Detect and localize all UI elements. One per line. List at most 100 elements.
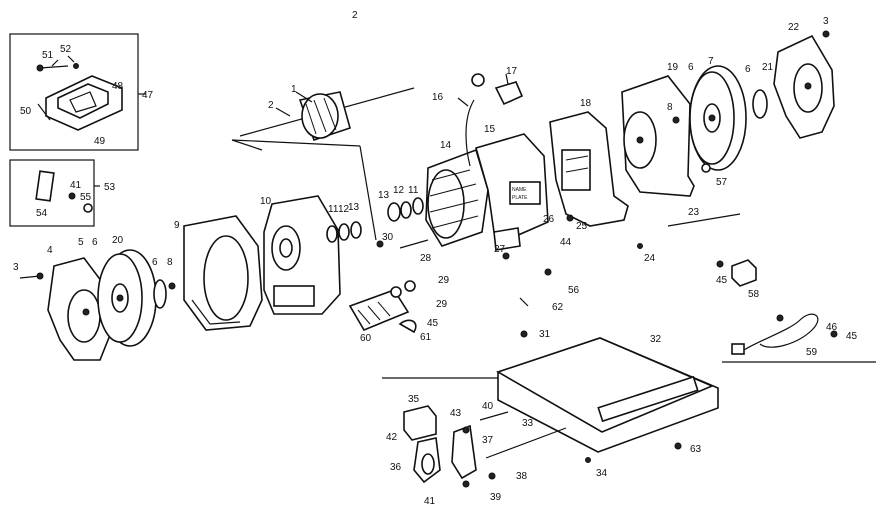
callout-56: 56 (568, 285, 580, 296)
callout-13-a: 13 (348, 202, 360, 213)
callout-34: 34 (596, 468, 608, 479)
clip-plate-part (35, 170, 55, 202)
callout-33: 33 (522, 418, 534, 429)
callout-43: 43 (450, 408, 462, 419)
callout-37: 37 (482, 435, 494, 446)
stamp-mark: 2 (352, 10, 358, 21)
name-plate-line-1: NAME (512, 187, 527, 193)
callout-18: 18 (580, 98, 592, 109)
plug (731, 343, 745, 355)
right-grinding-wheel (689, 65, 747, 171)
callout-9: 9 (174, 220, 180, 231)
right-outer-guard (773, 34, 835, 139)
callout-63: 63 (690, 444, 702, 455)
callout-16: 16 (432, 92, 444, 103)
callout-6-c: 6 (688, 62, 694, 73)
callout-4: 4 (47, 245, 53, 256)
stator-assembly (425, 148, 489, 247)
flange-part (752, 89, 768, 119)
callout-57: 57 (716, 177, 728, 188)
callout-54: 54 (36, 208, 48, 219)
screw-part (519, 297, 529, 307)
bearing-part (387, 202, 401, 222)
bearing-part (412, 197, 424, 215)
nut-part (488, 472, 496, 480)
nut-part (502, 252, 510, 260)
washer-part (73, 63, 79, 69)
switch-part (716, 259, 757, 287)
rod-part (667, 213, 741, 227)
nut-part (822, 30, 830, 38)
washer-part (390, 286, 402, 298)
callout-39: 39 (490, 492, 502, 503)
callout-55: 55 (80, 192, 92, 203)
callout-61: 61 (420, 332, 432, 343)
callout-5: 5 (78, 237, 84, 248)
left-outer-guard (19, 257, 113, 361)
callout-42: 42 (386, 432, 398, 443)
left-motor-housing (263, 195, 341, 315)
screw-part (39, 65, 69, 69)
callout-32: 32 (650, 334, 662, 345)
callout-11-a: 11 (328, 204, 339, 215)
power-cord (722, 313, 876, 363)
bearing-part (400, 201, 412, 219)
callout-21: 21 (762, 62, 774, 73)
rotor-shaft (231, 87, 415, 241)
right-end-bell (549, 111, 629, 227)
name-plate-housing: NAME PLATE (475, 133, 549, 251)
callout-6-d: 6 (745, 64, 751, 75)
callout-2: 2 (268, 100, 274, 111)
left-grinding-wheel (97, 249, 157, 347)
callout-45-a: 45 (427, 318, 439, 329)
nut-part (168, 282, 176, 290)
callout-29-b: 29 (436, 299, 448, 310)
nut-part (462, 480, 470, 488)
screw-part (479, 411, 509, 421)
leader-lines (51, 55, 509, 117)
rod-part (485, 427, 567, 459)
callout-49: 49 (94, 136, 106, 147)
callout-59: 59 (806, 347, 818, 358)
callout-46: 46 (826, 322, 838, 333)
tool-rest-bracket (451, 424, 477, 480)
switch-cap (494, 81, 524, 106)
nut-part (585, 457, 591, 463)
flange-part (153, 279, 167, 309)
nut-part (544, 268, 552, 276)
callout-29-a: 29 (438, 275, 450, 286)
callout-20: 20 (112, 235, 124, 246)
callout-25: 25 (576, 221, 588, 232)
callout-53: 53 (104, 182, 116, 193)
mounting-bracket (403, 405, 441, 484)
callout-6-b: 6 (152, 257, 158, 268)
base-plate (496, 337, 719, 453)
callout-8-a: 8 (167, 257, 173, 268)
shield-window-part (57, 83, 109, 119)
callout-22: 22 (788, 22, 800, 33)
callout-36: 36 (390, 462, 402, 473)
callout-23: 23 (688, 207, 700, 218)
callout-12-b: 12 (393, 185, 405, 196)
callout-38: 38 (516, 471, 528, 482)
washer-part (701, 163, 711, 173)
callout-35: 35 (408, 394, 420, 405)
clip-part (398, 319, 417, 334)
bearing-part (338, 223, 350, 241)
name-plate-line-2: PLATE (512, 195, 528, 201)
callout-44: 44 (560, 237, 572, 248)
bearing-part (350, 221, 362, 239)
callout-15: 15 (484, 124, 496, 135)
spark-arrestor-part (348, 289, 410, 332)
callout-45-b: 45 (716, 275, 728, 286)
callout-6-a: 6 (92, 237, 98, 248)
callout-10: 10 (260, 196, 272, 207)
nut-part (672, 116, 680, 124)
callout-51: 51 (42, 50, 54, 61)
name-plate (509, 181, 541, 205)
screw-part (399, 239, 429, 249)
left-inner-guard (183, 215, 263, 331)
callout-50: 50 (20, 106, 32, 117)
